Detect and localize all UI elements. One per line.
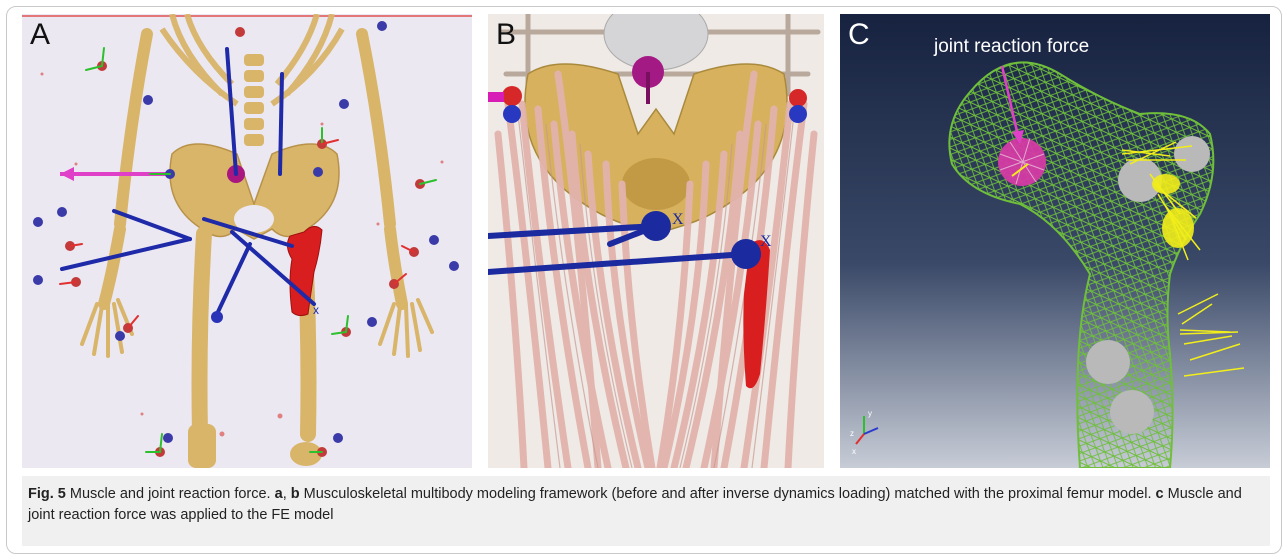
muscle-illustration: X X bbox=[488, 14, 824, 468]
x-axis-letter: x bbox=[313, 303, 319, 317]
caption-ref-a: a bbox=[275, 486, 283, 502]
triad-label-z: z bbox=[850, 429, 854, 438]
panel-c-fe-mesh: y z x joint reaction force C bbox=[840, 14, 1270, 468]
panel-a-skeleton-model: x bbox=[22, 14, 472, 468]
skeleton-illustration: x bbox=[22, 14, 472, 468]
x-axis-letter-b2: X bbox=[760, 233, 772, 250]
panel-label-b: B bbox=[496, 18, 516, 52]
caption-text-ab: Musculoskeletal multibody modeling frame… bbox=[300, 486, 1156, 502]
caption-ref-c: c bbox=[1156, 486, 1164, 502]
triad-label-x: x bbox=[852, 447, 856, 456]
panel-label-a: A bbox=[30, 18, 50, 52]
caption-title: Muscle and joint reaction force. bbox=[66, 486, 275, 502]
triad-label-y: y bbox=[868, 409, 872, 418]
caption-fig-label: Fig. 5 bbox=[28, 486, 66, 502]
panel-label-c: C bbox=[848, 18, 870, 52]
fe-mesh-illustration: y z x joint reaction force bbox=[840, 14, 1270, 468]
figure-caption: Fig. 5 Muscle and joint reaction force. … bbox=[28, 484, 1266, 526]
caption-box: Fig. 5 Muscle and joint reaction force. … bbox=[22, 476, 1270, 546]
joint-reaction-force-label: joint reaction force bbox=[933, 36, 1089, 57]
panel-b-muscle-model: X X B bbox=[488, 14, 824, 468]
x-axis-letter-b1: X bbox=[672, 211, 684, 228]
caption-ref-b: b bbox=[291, 486, 300, 502]
caption-separator: , bbox=[283, 486, 291, 502]
